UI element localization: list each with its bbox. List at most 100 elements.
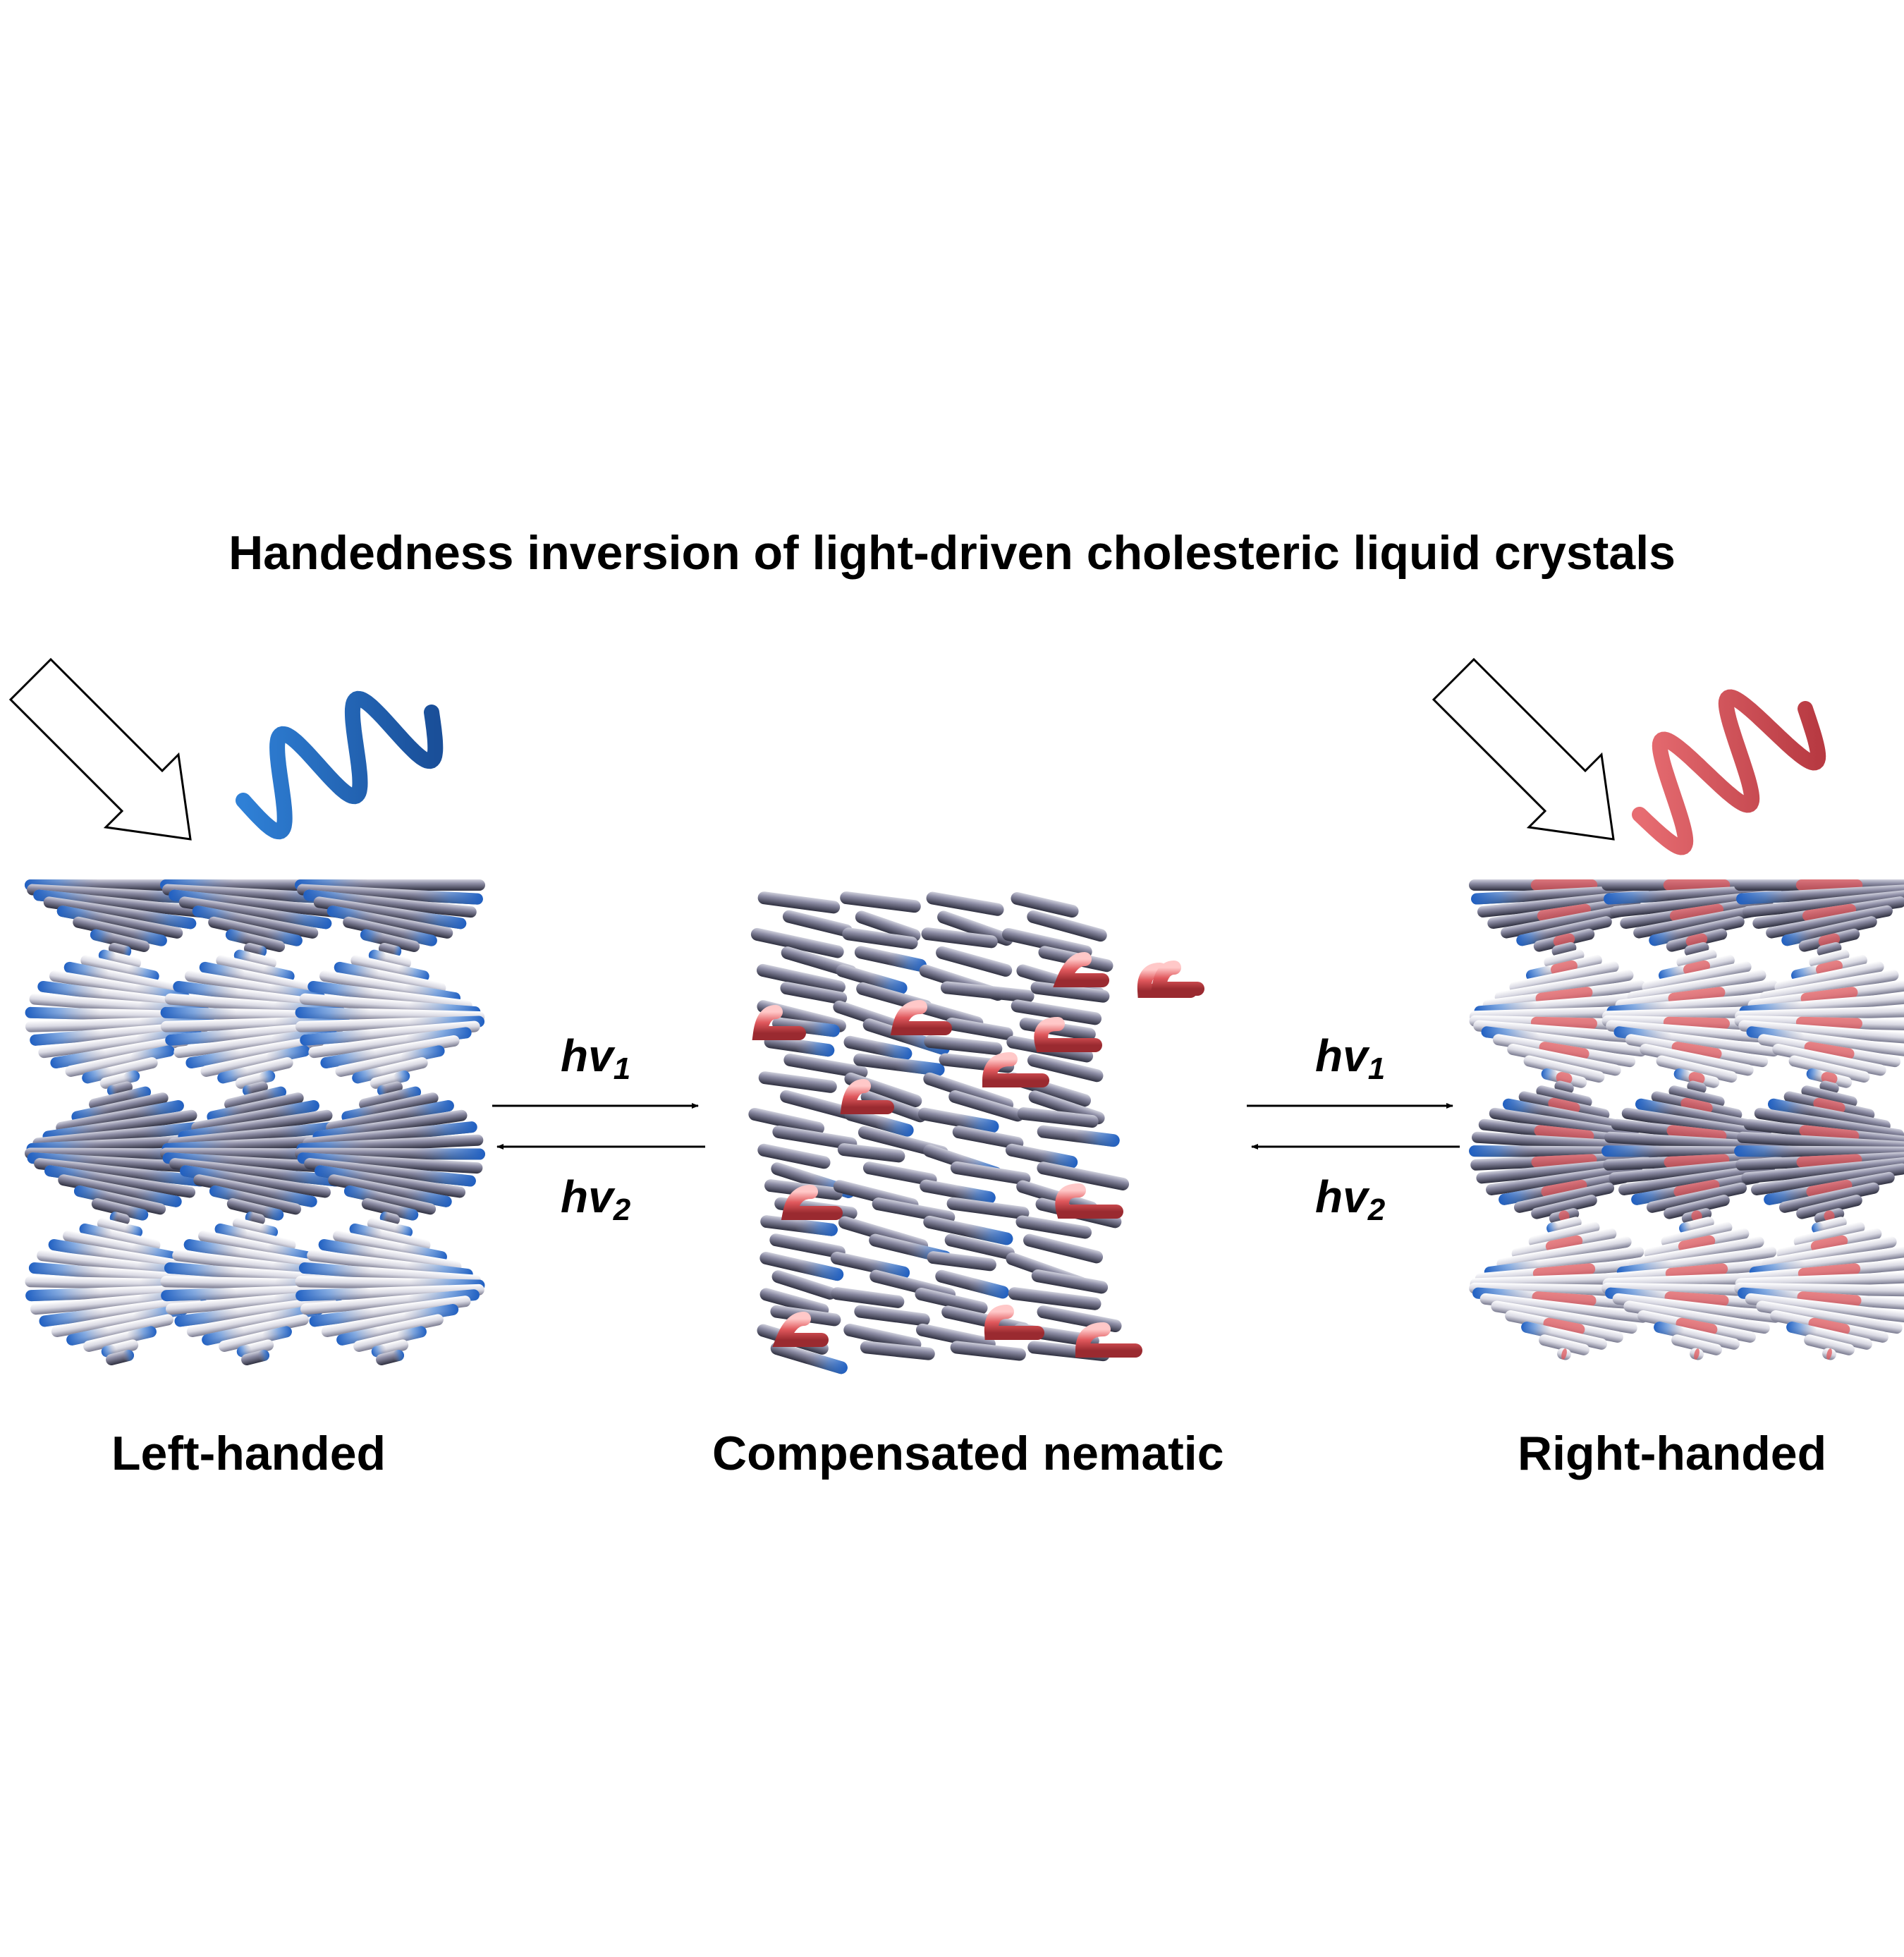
helix-rod xyxy=(90,929,150,952)
nematic-rod xyxy=(844,1108,914,1137)
helix-rod xyxy=(1671,1334,1722,1355)
helix-rod xyxy=(1516,916,1612,946)
nematic-rod xyxy=(927,1251,996,1272)
helix-rod xyxy=(1776,1228,1882,1260)
helix-rod xyxy=(161,1284,350,1302)
nematic-rod xyxy=(1011,892,1079,918)
right-helix-2 xyxy=(1601,879,1792,1360)
helix-rod xyxy=(1772,1043,1886,1076)
helix-rod xyxy=(214,1223,296,1251)
nematic-rods xyxy=(748,891,1204,1374)
nematic-rod xyxy=(936,946,1013,977)
nematic-rod xyxy=(860,1341,935,1360)
helix-rod xyxy=(65,1045,175,1077)
helix-rod xyxy=(1536,1085,1592,1108)
helix-rod xyxy=(320,1035,460,1069)
nematic-rod xyxy=(940,981,1035,1003)
helix-rod xyxy=(1473,1020,1655,1044)
helix-rod xyxy=(225,929,286,952)
helix-rod xyxy=(1736,884,1904,905)
nematic-rod xyxy=(1027,910,1107,942)
helix-rod xyxy=(1786,1321,1872,1350)
helix-rod xyxy=(370,1070,410,1089)
nematic-rod xyxy=(917,1107,999,1133)
left-light-arrow-icon xyxy=(8,657,192,841)
azobenzene-switch xyxy=(1055,1183,1123,1219)
helix-rod xyxy=(174,1295,336,1327)
nematic-rod xyxy=(923,1215,1013,1245)
nematic-rod xyxy=(758,1071,837,1093)
nematic-rod xyxy=(764,1035,835,1057)
helix-rod xyxy=(297,884,483,905)
left-hv1-subscript: 1 xyxy=(613,1051,631,1086)
helix-rod xyxy=(1625,1034,1769,1068)
nematic-rod xyxy=(945,1018,1013,1040)
helix-rod xyxy=(353,1326,427,1352)
helix-rod xyxy=(328,1174,452,1207)
nematic-rod xyxy=(831,1287,905,1308)
helix-rod xyxy=(1486,1163,1642,1195)
right-hv2-subscript: 2 xyxy=(1367,1193,1386,1227)
helix-rod xyxy=(1646,1182,1747,1213)
helix-rod xyxy=(56,906,183,939)
helix-rod xyxy=(1822,1348,1836,1360)
nematic-rod xyxy=(1031,1269,1109,1294)
azobenzene-switch xyxy=(752,1005,806,1040)
nematic-rod xyxy=(854,946,927,972)
right-hv1-label: hv1 xyxy=(1315,1030,1385,1087)
helix-rod xyxy=(193,1174,317,1207)
azobenzene-switch xyxy=(840,1079,894,1114)
nematic-rod xyxy=(926,891,1004,916)
nematic-rod xyxy=(760,1215,838,1236)
helix-rod xyxy=(1521,1321,1607,1350)
helix-rod xyxy=(25,1284,214,1302)
nematic-rod xyxy=(750,927,844,958)
helix-rod xyxy=(178,896,332,929)
helix-rod xyxy=(321,1303,459,1338)
right-light-arrow-icon xyxy=(1432,657,1615,841)
left-handed-label: Left-handed xyxy=(111,1427,386,1480)
helix-rod xyxy=(360,929,420,952)
helix-rod xyxy=(1791,954,1867,982)
nematic-rod xyxy=(944,1233,1015,1260)
nematic-rod xyxy=(1037,1162,1130,1190)
nematic-rod xyxy=(748,1107,825,1135)
helix-rod xyxy=(192,906,319,939)
helix-rod xyxy=(58,1174,182,1207)
azobenzene-switch xyxy=(772,1312,829,1347)
helix-rod xyxy=(199,961,312,994)
helix-rod xyxy=(361,1198,419,1221)
helix-rod xyxy=(1631,1171,1762,1205)
helix-rod xyxy=(1738,1020,1904,1044)
nematic-rod xyxy=(756,963,846,994)
helix-rod xyxy=(219,1326,292,1352)
helix-rod xyxy=(1804,1334,1855,1355)
nematic-rod xyxy=(948,1090,1025,1122)
nematic-rod xyxy=(1011,999,1102,1025)
helix-rod xyxy=(50,1035,190,1069)
azobenzene-switch xyxy=(1150,961,1204,996)
helix-rod xyxy=(209,1185,302,1215)
nematic-rod xyxy=(920,1179,996,1205)
left-hv2-subscript: 2 xyxy=(613,1193,631,1227)
helix-rod xyxy=(1531,1195,1597,1219)
right-handed-label: Right-handed xyxy=(1518,1427,1827,1480)
helix-rod xyxy=(341,1092,439,1123)
helix-rod xyxy=(208,916,303,946)
helix-rod xyxy=(1633,905,1760,939)
nematic-rod xyxy=(1030,981,1110,1003)
helix-rod xyxy=(1528,1221,1600,1248)
helix-rod xyxy=(1649,916,1745,946)
helix-rod xyxy=(191,1099,319,1133)
helix-rod xyxy=(1745,1293,1904,1323)
azobenzene-switch xyxy=(1137,963,1197,998)
helix-rod xyxy=(241,1350,270,1365)
helix-rod xyxy=(1503,1098,1625,1132)
nematic-rod xyxy=(770,1342,848,1374)
helix-rod xyxy=(1492,1034,1636,1068)
nematic-rod xyxy=(780,982,848,1005)
nematic-rod xyxy=(1005,1143,1078,1169)
nematic-rod xyxy=(757,891,841,914)
helix-rod xyxy=(1741,1157,1904,1184)
helix-rod xyxy=(1557,1348,1571,1360)
